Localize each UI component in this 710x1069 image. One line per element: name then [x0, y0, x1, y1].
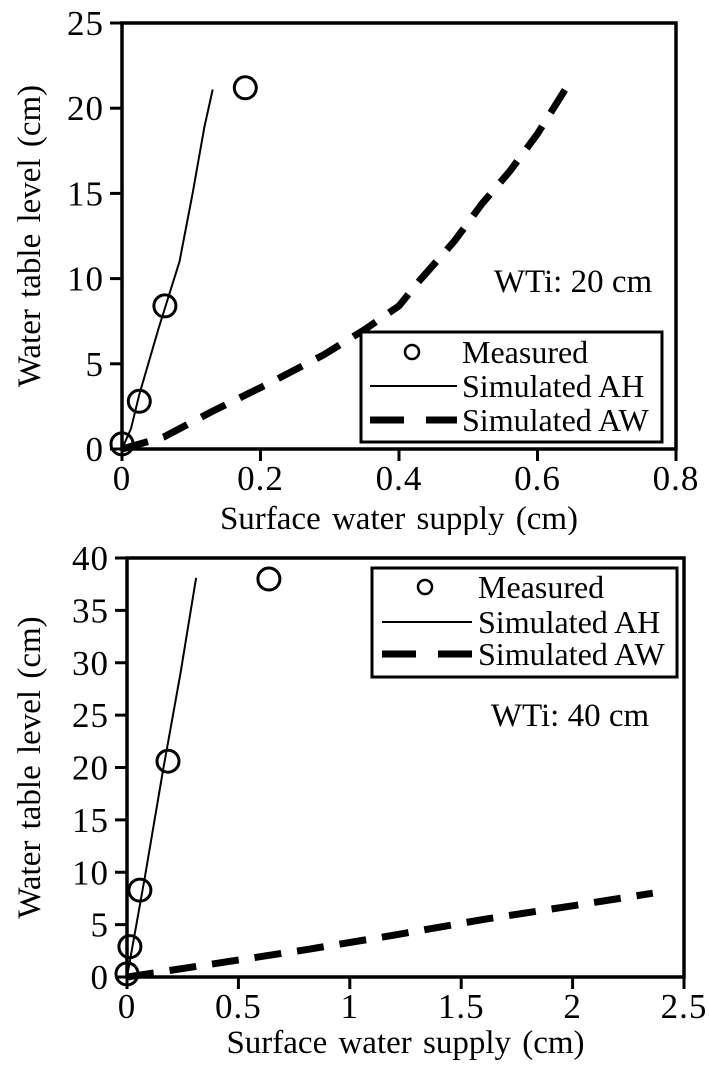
- x-tick-label: 0: [113, 459, 132, 498]
- legend-entry-label: Simulated AH: [462, 368, 644, 404]
- simulated-aw-line: [121, 87, 569, 453]
- measured-points: [114, 566, 282, 987]
- y-tick-label: 5: [86, 345, 105, 384]
- x-tick-label: 0.6: [514, 459, 561, 498]
- y-tick-label: 0: [91, 958, 110, 997]
- y-axis-title: Water table level (cm): [12, 85, 48, 387]
- x-tick-label: 2: [563, 987, 582, 1026]
- y-tick-label: 35: [72, 591, 109, 630]
- x-tick-label: 0.8: [653, 459, 700, 498]
- y-tick-label: 15: [72, 801, 109, 840]
- x-tick-label: 0.2: [237, 459, 284, 498]
- x-tick-label: 0: [118, 987, 137, 1026]
- x-tick-label: 2.5: [661, 987, 708, 1026]
- x-tick-label: 1: [341, 987, 360, 1026]
- x-axis-title: Surface water supply (cm): [226, 1025, 584, 1061]
- y-tick-label: 25: [67, 4, 104, 43]
- y-tick-label: 10: [67, 260, 104, 299]
- wti-20-chart-annotation: WTi: 20 cm: [494, 264, 653, 300]
- wti-40-chart-annotation: WTi: 40 cm: [491, 698, 650, 734]
- simulated-ah-line: [121, 89, 214, 450]
- x-tick-label: 1.5: [438, 987, 485, 1026]
- legend-marker-circle: [403, 343, 421, 361]
- y-tick-label: 5: [91, 906, 110, 945]
- y-tick-label: 15: [67, 174, 104, 213]
- x-tick-label: 0.4: [376, 459, 423, 498]
- measured-point-marker: [152, 293, 178, 319]
- legend-entry-label: Simulated AW: [462, 402, 650, 438]
- measured-points: [109, 75, 258, 457]
- legend-entry-label: Measured: [462, 334, 588, 370]
- legend-entry-label: Measured: [478, 569, 604, 605]
- y-tick-label: 10: [72, 853, 109, 892]
- measured-point-marker: [155, 748, 181, 774]
- x-tick-label: 0.5: [215, 987, 262, 1026]
- simulated-aw-line: [126, 889, 654, 981]
- measured-point-marker: [117, 934, 143, 960]
- measured-point-marker: [232, 75, 258, 101]
- y-tick-label: 20: [72, 749, 109, 788]
- y-tick-label: 30: [72, 644, 109, 683]
- measured-point-marker: [126, 388, 152, 414]
- measured-point-marker: [127, 877, 153, 903]
- legend-marker-circle: [416, 578, 434, 596]
- y-tick-label: 0: [86, 430, 105, 469]
- simulated-ah-line: [126, 577, 198, 978]
- legend-entry-label: Simulated AH: [478, 604, 660, 640]
- measured-point-marker: [256, 566, 282, 592]
- x-axis-title: Surface water supply (cm): [220, 501, 578, 535]
- y-tick-label: 20: [67, 89, 104, 128]
- y-axis-title: Water table level (cm): [12, 616, 48, 918]
- legend-entry-label: Simulated AW: [478, 636, 666, 672]
- y-tick-label: 40: [72, 539, 109, 578]
- y-tick-label: 25: [72, 696, 109, 735]
